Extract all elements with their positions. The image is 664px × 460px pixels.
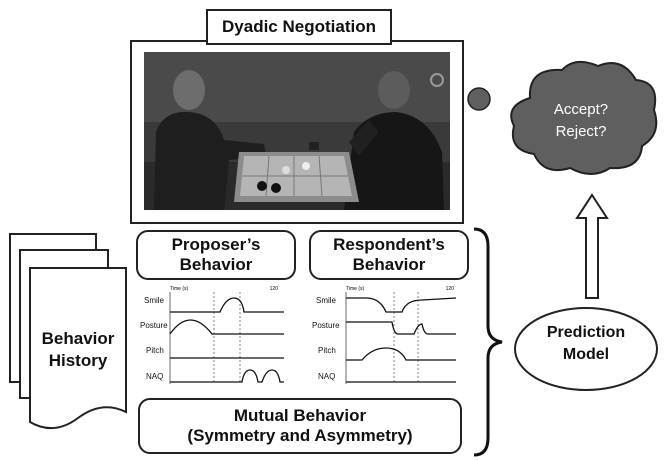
model-line1: Prediction xyxy=(546,324,626,341)
proposer-time-start: Time (s) xyxy=(170,286,188,292)
proposer-line2: Behavior xyxy=(179,255,253,274)
proposer-behavior-box: Proposer’s Behavior xyxy=(136,230,296,280)
proposer-row-naq: NAQ xyxy=(146,372,163,381)
model-line2: Model xyxy=(562,346,610,363)
respondent-time-end: 120 xyxy=(446,286,455,292)
respondent-line2: Behavior xyxy=(352,255,426,274)
history-line1: Behavior xyxy=(41,329,115,348)
thought-cloud: Accept? Reject? xyxy=(510,60,658,175)
proposer-row-smile: Smile xyxy=(144,296,165,305)
grouping-brace xyxy=(473,227,503,457)
up-arrow xyxy=(575,193,609,299)
proposer-row-pitch: Pitch xyxy=(146,346,164,355)
prediction-model-label: Prediction Model xyxy=(512,322,660,366)
cloud-reject-text: Reject? xyxy=(556,123,607,140)
behavior-history-pages xyxy=(9,233,127,429)
history-line2: History xyxy=(48,351,108,370)
respondent-time-start: Time (s) xyxy=(346,286,364,292)
respondent-behavior-box: Respondent’s Behavior xyxy=(309,230,469,280)
respondent-smile-curve xyxy=(346,297,457,313)
video-frame xyxy=(130,40,464,224)
respondent-row-naq: NAQ xyxy=(318,372,335,381)
proposer-naq-curve xyxy=(170,369,284,383)
mutual-line1: Mutual Behavior xyxy=(233,406,367,425)
proposer-time-end: 120 xyxy=(270,286,279,292)
cloud-accept-text: Accept? xyxy=(554,101,608,118)
proposer-smile-curve xyxy=(170,297,284,313)
respondent-timeline-chart: Time (s) 120 Smile Posture Pitch NAQ xyxy=(312,286,457,384)
respondent-line1: Respondent’s xyxy=(333,235,445,254)
respondent-row-pitch: Pitch xyxy=(318,346,336,355)
proposer-row-posture: Posture xyxy=(140,321,168,330)
proposer-posture-curve xyxy=(169,319,284,335)
proposer-timeline-chart: Time (s) 120 Smile Posture Pitch NAQ xyxy=(140,286,284,384)
prediction-model-ellipse xyxy=(514,307,658,391)
negotiation-photo xyxy=(144,52,450,210)
respondent-posture-curve xyxy=(346,321,456,335)
respondent-row-smile: Smile xyxy=(316,296,337,305)
mutual-behavior-box: Mutual Behavior (Symmetry and Asymmetry) xyxy=(138,398,462,454)
respondent-row-posture: Posture xyxy=(312,321,340,330)
respondent-pitch-curve xyxy=(346,347,456,361)
behavior-history-label: Behavior History xyxy=(30,328,126,372)
thought-dot xyxy=(467,87,491,111)
mutual-line2: (Symmetry and Asymmetry) xyxy=(187,426,413,445)
proposer-line1: Proposer’s xyxy=(171,235,261,254)
diagram-title: Dyadic Negotiation xyxy=(206,9,392,45)
